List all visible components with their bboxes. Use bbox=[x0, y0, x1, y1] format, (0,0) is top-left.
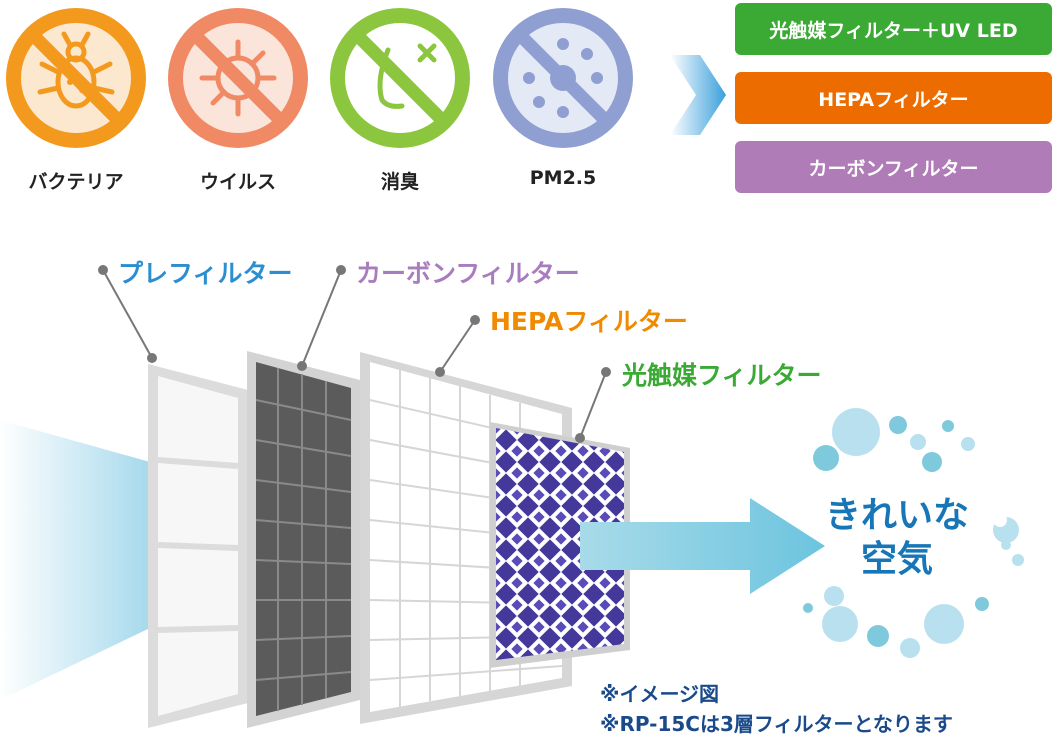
target-label-odor: 消臭 bbox=[380, 171, 419, 193]
photocatalyst-filter-label: 光触媒フィルター bbox=[622, 361, 822, 390]
hepa-filter-label: HEPAフィルター bbox=[490, 307, 688, 336]
clean-air-bubbles bbox=[803, 408, 1024, 658]
virus-icon bbox=[168, 8, 308, 148]
pm25-icon bbox=[493, 8, 633, 148]
image-note: ※イメージ図 bbox=[600, 682, 720, 706]
chevron-right-icon bbox=[670, 55, 726, 135]
airflow-arrow bbox=[580, 498, 825, 594]
pre-filter-label: プレフィルター bbox=[118, 259, 293, 288]
clean-air-line2: 空気 bbox=[860, 539, 933, 580]
pre-filter-layer bbox=[148, 364, 248, 728]
photocatalyst-uv-led-badge: 光触媒フィルター＋UV LED bbox=[735, 3, 1052, 55]
target-label-bacteria: バクテリア bbox=[28, 171, 124, 193]
model-note: ※RP-15Cは3層フィルターとなります bbox=[600, 712, 953, 736]
bacteria-icon bbox=[6, 8, 146, 148]
photocatalyst-filter-layer bbox=[490, 422, 630, 668]
carbon-filter-label: カーボンフィルター bbox=[356, 259, 580, 288]
clean-air-line1: きれいな bbox=[824, 495, 969, 536]
target-label-virus: ウイルス bbox=[199, 171, 276, 193]
hepa-filter-badge: HEPAフィルター bbox=[735, 72, 1052, 124]
filter-stack-diagram bbox=[0, 265, 1024, 728]
odor-icon bbox=[330, 8, 470, 148]
target-label-pm25: PM2.5 bbox=[529, 167, 597, 189]
carbon-filter-badge: カーボンフィルター bbox=[735, 141, 1052, 193]
carbon-filter-layer bbox=[247, 351, 360, 728]
